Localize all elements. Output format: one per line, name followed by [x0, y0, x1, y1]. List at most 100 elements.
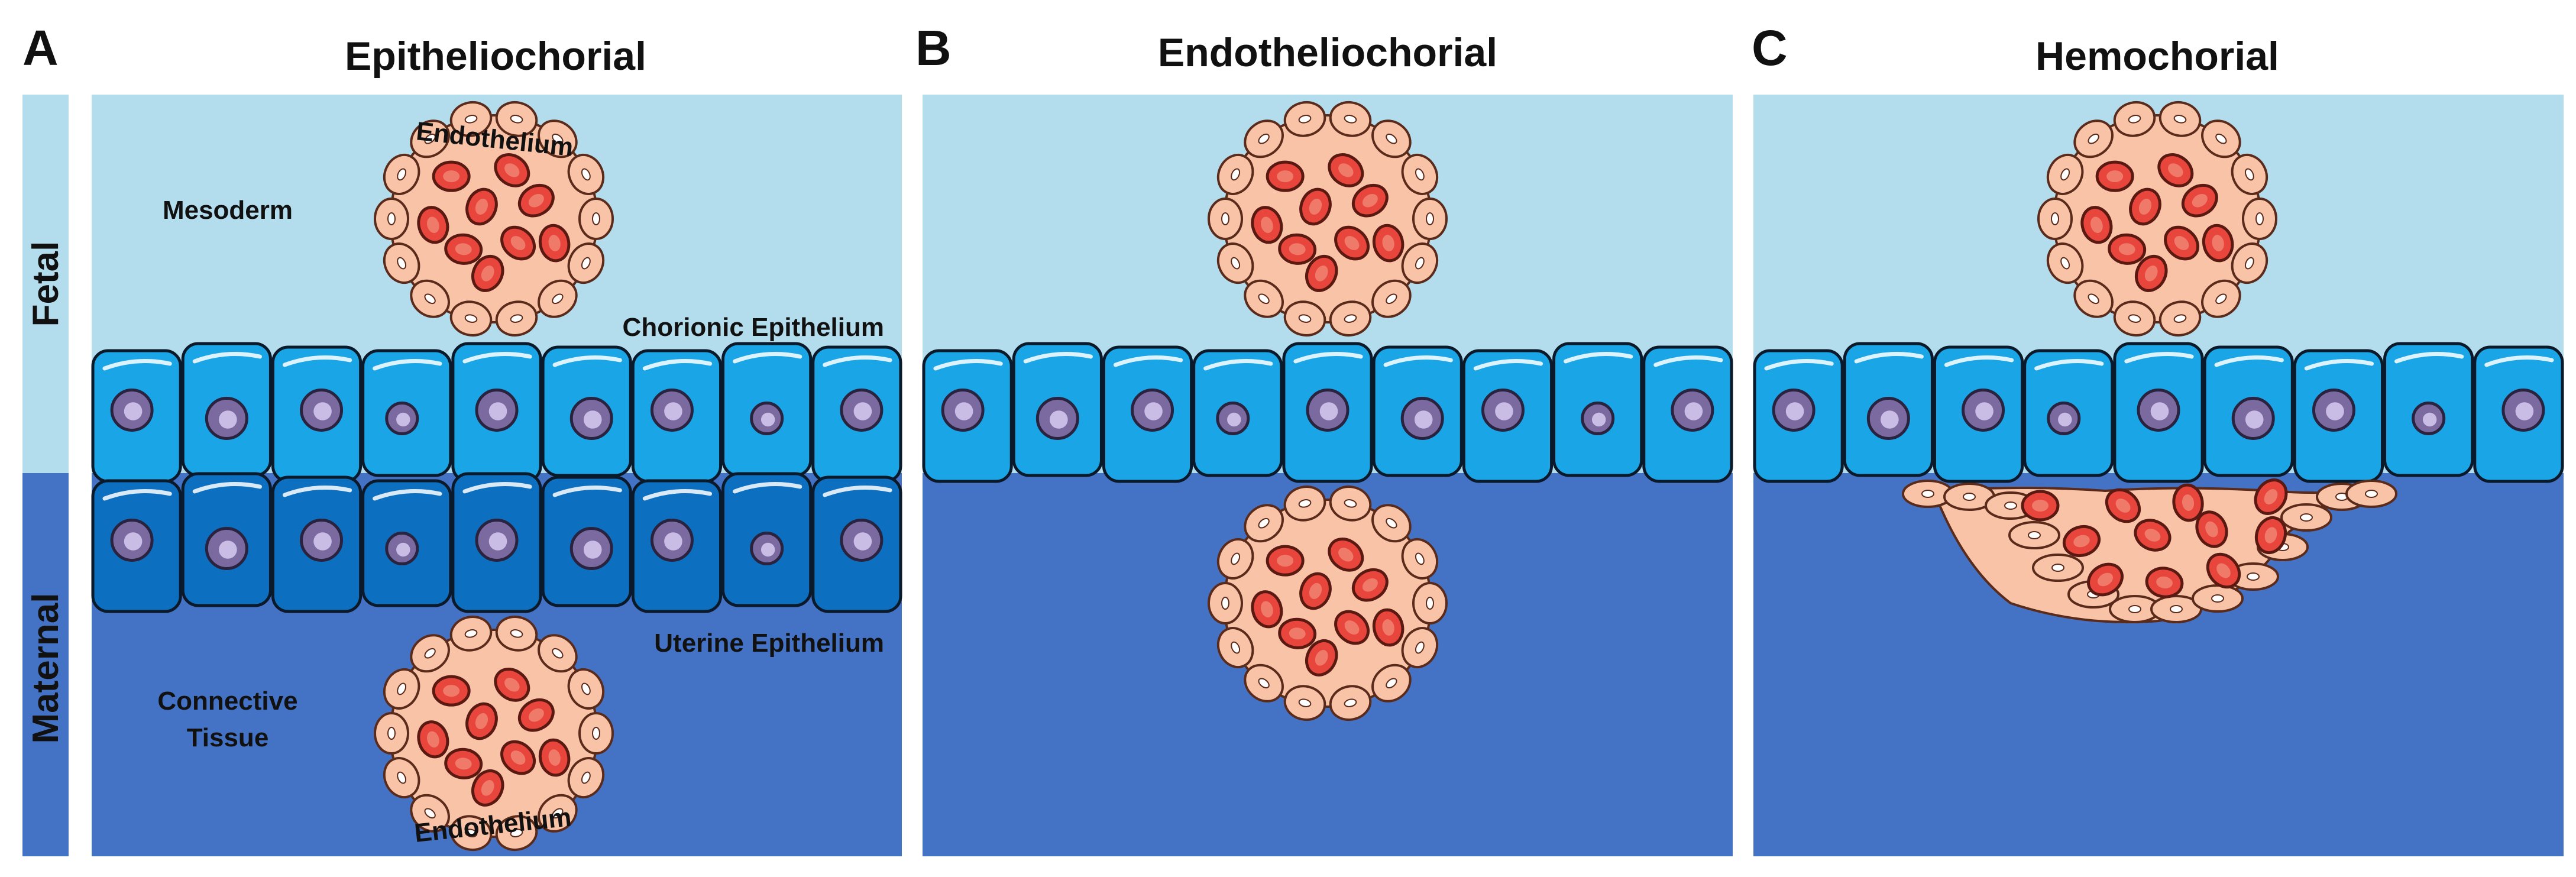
endothelial-cell: [1329, 685, 1372, 721]
chorionic-cell: [1282, 342, 1373, 483]
endothelial-cell: [2113, 101, 2156, 137]
chorionic-cell: [2113, 342, 2204, 483]
endothelial-cell: [1244, 279, 1284, 318]
panel-b-maternal-capillary: [1208, 486, 1448, 721]
red-blood-cell-icon: [417, 720, 449, 759]
red-blood-cell-icon: [538, 738, 571, 777]
endothelial-cell: [374, 712, 409, 755]
panel-c-letter: C: [1752, 20, 1788, 76]
uterine-cell: [271, 475, 363, 613]
red-blood-cell-icon: [1299, 187, 1332, 226]
endothelial-cell: [410, 119, 450, 158]
red-blood-cell-icon: [465, 702, 498, 740]
uterine-cell: [91, 479, 182, 613]
endothelial-cell: [2113, 300, 2156, 336]
uterine-cell: [361, 479, 452, 607]
red-blood-cell-icon: [1266, 160, 1305, 192]
chorionic-cell: [1102, 345, 1193, 483]
red-blood-cell-icon: [500, 740, 536, 775]
red-blood-cell-icon: [1305, 639, 1338, 677]
endothelial-cell: [2158, 101, 2202, 137]
red-blood-cell-icon: [444, 233, 483, 265]
endothelial-cell: [495, 101, 538, 137]
endothelial-cell: [1371, 504, 1412, 543]
panel-b-letter: B: [915, 20, 952, 76]
red-blood-cell-icon: [2254, 478, 2288, 515]
red-blood-cell-icon: [471, 254, 504, 292]
chorionic-cell: [1753, 349, 1844, 483]
endothelial-cell: [383, 757, 420, 799]
endothelial-cell: [383, 153, 420, 195]
panel-a-title: Epitheliochorial: [345, 34, 646, 79]
endothelial-cell: [1244, 664, 1284, 703]
red-blood-cell-icon: [2021, 490, 2060, 522]
endothelial-cell: [567, 668, 605, 710]
endothelial-cell: [1412, 198, 1448, 240]
endothelial-cell: [1216, 153, 1254, 195]
red-blood-cell-icon: [444, 747, 483, 779]
endothelial-cell: [1412, 582, 1448, 624]
red-blood-cell-icon: [494, 668, 530, 702]
chorionic-cell: [1462, 349, 1554, 483]
chorionic-cell: [1372, 345, 1463, 477]
endothelial-cell: [2073, 279, 2114, 318]
fetal-label: Fetal: [25, 241, 66, 327]
endothelial-cell: [538, 794, 578, 833]
uterine-epithelium-label: Uterine Epithelium: [654, 629, 884, 658]
red-blood-cell-icon: [2080, 206, 2113, 244]
red-blood-cell-icon: [1251, 590, 1283, 629]
red-blood-cell-icon: [2108, 233, 2147, 265]
endothelial-cell: [1401, 538, 1439, 580]
chorionic-cell: [91, 349, 182, 483]
panel-a: Mesoderm Endothelium Chorionic Epitheliu…: [91, 95, 902, 856]
endothelial-cell: [2046, 242, 2084, 284]
side-bar: Fetal Maternal: [22, 95, 69, 856]
red-blood-cell-icon: [2145, 567, 2184, 598]
panel-b: [922, 95, 1733, 856]
red-blood-cell-icon: [517, 183, 555, 218]
uterine-cell: [721, 472, 813, 607]
panel-a-maternal-capillary: [374, 616, 614, 851]
chorionic-cell: [2293, 349, 2384, 483]
chorionic-cell: [721, 342, 813, 477]
trophoblast-cell: [2227, 562, 2279, 591]
endothelial-cell: [495, 300, 538, 336]
trophoblast-cell: [2345, 480, 2397, 508]
endothelial-cell: [2242, 198, 2277, 240]
chorionic-cell: [1552, 342, 1643, 477]
endothelial-cell: [1329, 101, 1372, 137]
endothelial-cell: [1401, 153, 1439, 195]
panel-c-maternal-blood-pool: [1902, 478, 2397, 623]
panel-b-fetal-capillary: [1208, 101, 1448, 336]
endothelial-cell: [2158, 300, 2202, 336]
endothelial-cell: [567, 242, 605, 284]
red-blood-cell-icon: [517, 698, 555, 732]
endothelial-cell: [410, 279, 450, 318]
connective-tissue-label-line2: Tissue: [187, 723, 269, 752]
endothelial-cell: [2201, 279, 2241, 318]
uterine-cell: [541, 475, 632, 607]
uterine-cell: [811, 475, 902, 613]
maternal-label: Maternal: [25, 593, 66, 744]
red-blood-cell-icon: [2202, 224, 2234, 263]
chorionic-cell: [631, 349, 723, 483]
red-blood-cell-icon: [1299, 572, 1332, 610]
red-blood-cell-icon: [2206, 552, 2241, 589]
endothelial-cell: [2046, 153, 2084, 195]
panel-c-chorionic-epithelium: [1753, 342, 2564, 483]
red-blood-cell-icon: [2129, 187, 2161, 226]
panel-a-chorionic-epithelium: [91, 342, 902, 483]
red-blood-cell-icon: [417, 206, 449, 244]
chorionic-cell: [361, 349, 452, 477]
trophoblast-cell: [2032, 554, 2084, 582]
chorionic-cell: [922, 349, 1013, 483]
red-blood-cell-icon: [471, 769, 504, 807]
chorionic-cell: [2473, 345, 2564, 483]
red-blood-cell-icon: [465, 187, 498, 226]
red-blood-cell-icon: [2181, 183, 2218, 218]
red-blood-cell-icon: [2095, 160, 2134, 192]
side-bar-fetal: [22, 95, 69, 473]
mesoderm-label: Mesoderm: [163, 196, 293, 225]
chorionic-cell: [541, 345, 632, 477]
endothelial-cell: [1401, 627, 1439, 669]
